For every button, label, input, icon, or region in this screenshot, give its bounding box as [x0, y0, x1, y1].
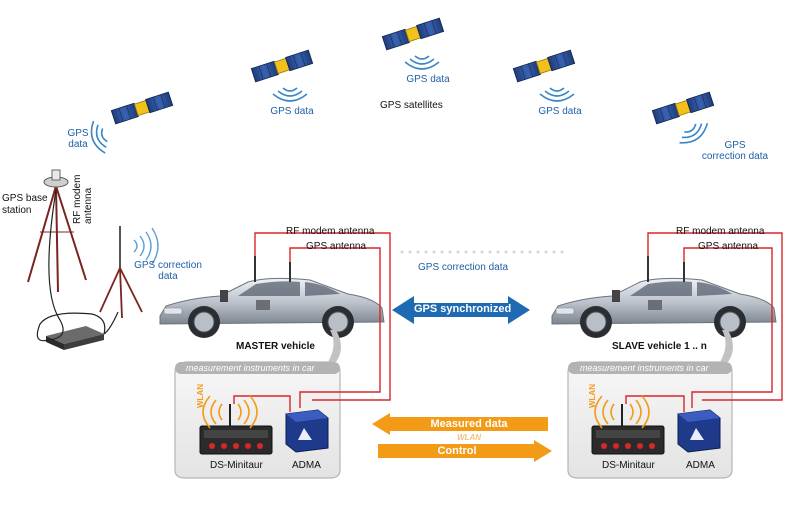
slave-adma-label: ADMA	[686, 460, 715, 471]
control-label: Control	[437, 445, 477, 457]
satellite-5	[651, 91, 715, 125]
gps-synchronized-arrow	[392, 296, 530, 324]
master-adma	[285, 409, 329, 453]
satellite-2-label: GPS data	[270, 106, 314, 117]
measured-data-label: Measured data	[430, 418, 508, 430]
master-vehicle	[159, 277, 385, 339]
rf-modem-tripod	[99, 267, 143, 319]
satellite-1-label: GPS data	[67, 128, 89, 150]
satellite-2	[250, 49, 314, 83]
signal-waves-4	[539, 87, 575, 102]
gps-satellites-caption: GPS satellites	[380, 100, 443, 111]
satellite-1	[110, 91, 174, 125]
wlan-link-label: WLAN	[457, 433, 481, 442]
base-station-head	[43, 169, 69, 188]
gps-synchronized-label: GPS synchronized	[414, 303, 512, 315]
master-rf-antenna-label: RF modem antenna	[286, 226, 375, 237]
satellite-3	[381, 17, 445, 51]
master-vehicle-label: MASTER vehicle	[236, 341, 315, 352]
master-ds-minitaur	[199, 404, 273, 455]
base-station-tripod	[27, 185, 87, 293]
master-wiring	[233, 232, 391, 412]
slave-wlan-label: WLAN	[588, 384, 597, 408]
gps-correction-link-label: GPS correction data	[418, 262, 509, 273]
satellite-5-label: GPS correction data	[701, 140, 769, 162]
master-ds-minitaur-label: DS-Minitaur	[210, 460, 263, 471]
slave-wiring	[625, 232, 783, 412]
correction-data-waves	[133, 227, 159, 265]
slave-vehicle	[551, 277, 777, 339]
slave-ds-minitaur	[591, 404, 665, 455]
master-gps-antenna-label: GPS antenna	[306, 241, 367, 252]
correction-data-dots	[400, 250, 564, 254]
satellite-4	[512, 49, 576, 83]
slave-ds-minitaur-label: DS-Minitaur	[602, 460, 655, 471]
correction-data-label: GPS correction data	[134, 260, 202, 282]
master-adma-label: ADMA	[292, 460, 321, 471]
slave-gps-antenna-label: GPS antenna	[698, 241, 759, 252]
satellite-4-label: GPS data	[538, 106, 582, 117]
control-arrow	[378, 440, 552, 462]
signal-waves-3	[404, 55, 440, 70]
base-cable	[36, 189, 106, 342]
signal-waves-2	[272, 87, 308, 102]
slave-vehicle-label: SLAVE vehicle 1 .. n	[612, 341, 707, 352]
rf-modem-antenna-label: RF modem antenna	[72, 174, 94, 224]
slave-rf-antenna-label: RF modem antenna	[676, 226, 765, 237]
slave-box-header: measurement instruments in car	[580, 363, 709, 373]
slave-wlan-waves	[594, 395, 650, 429]
master-wlan-label: WLAN	[196, 384, 205, 408]
base-station-box	[46, 326, 104, 350]
master-box-header: measurement instruments in car	[186, 363, 315, 373]
satellite-3-label: GPS data	[406, 74, 450, 85]
master-wlan-waves	[202, 395, 258, 429]
base-station-label: GPS base station	[2, 193, 48, 216]
slave-adma	[677, 409, 721, 453]
measured-data-arrow	[372, 413, 548, 435]
